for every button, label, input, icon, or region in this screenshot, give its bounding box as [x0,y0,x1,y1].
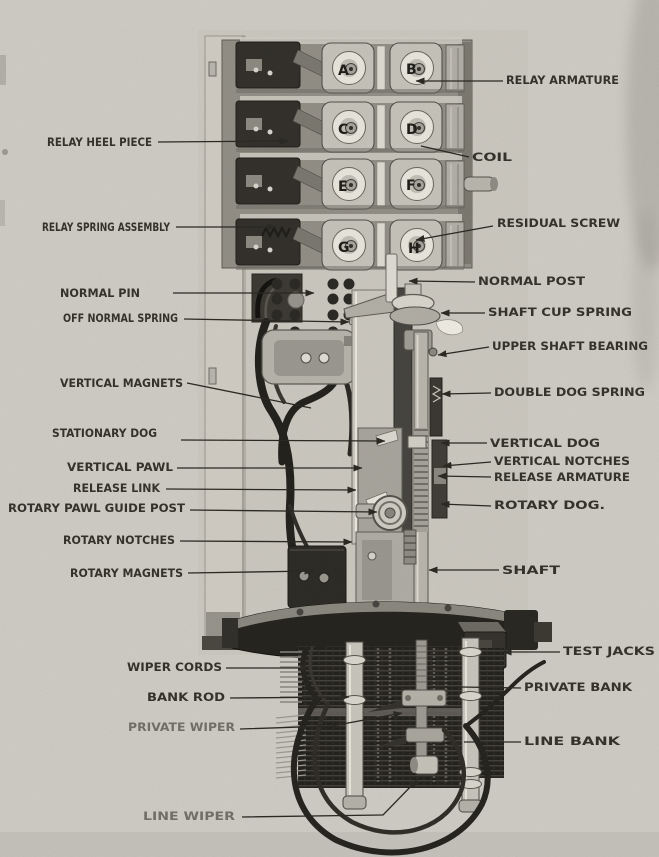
label-shaft: SHAFT [502,563,560,577]
label-bank-rod: BANK ROD [147,690,225,704]
leader-private-bank [460,686,522,689]
label-rotary-magnets: ROTARY MAGNETS [70,566,183,580]
label-line-wiper: LINE WIPER [143,809,235,823]
label-release-armature: RELEASE ARMATURE [494,470,630,484]
label-release-link: RELEASE LINK [73,481,161,495]
label-rotary-dog: ROTARY DOG. [494,498,605,512]
leader-vertical-magnets [186,382,312,409]
leader-residual-screw [415,225,494,242]
label-wiper-cords: WIPER CORDS [127,660,222,674]
leader-off-normal-spring [183,318,350,326]
annotation-labels: RELAY HEEL PIECE RELAY SPRING ASSEMBLY N… [8,73,655,823]
leader-line-wiper [241,779,418,818]
label-vertical-magnets: VERTICAL MAGNETS [60,376,183,390]
leader-private-wiper [239,711,403,730]
leader-rotary-pawl-guide-post [189,508,378,516]
leader-stationary-dog [180,437,386,445]
label-stationary-dog: STATIONARY DOG [52,426,157,440]
label-residual-screw: RESIDUAL SCREW [497,216,620,230]
leader-relay-heel-piece [157,137,289,145]
label-coil: COIL [472,150,513,164]
label-test-jacks: TEST JACKS [563,644,655,658]
leader-vertical-notches [442,461,492,469]
leader-double-dog-spring [441,390,492,398]
label-off-normal-spring: OFF NORMAL SPRING [63,311,178,325]
label-rotary-notches: ROTARY NOTCHES [63,533,175,547]
label-vertical-dog: VERTICAL DOG [490,436,600,450]
label-normal-post: NORMAL POST [478,274,585,288]
label-relay-spring-assembly: RELAY SPRING ASSEMBLY [42,220,171,234]
label-vertical-notches: VERTICAL NOTCHES [494,454,630,468]
leader-upper-shaft-bearing [437,346,490,358]
label-upper-shaft-bearing: UPPER SHAFT BEARING [492,339,648,353]
label-normal-pin: NORMAL PIN [60,286,140,300]
leader-release-armature [437,472,492,480]
leader-rotary-notches [179,538,353,546]
label-double-dog-spring: DOUBLE DOG SPRING [494,385,645,399]
leader-bank-rod [229,693,350,701]
leader-lines [157,77,560,818]
leader-rotary-magnets [187,567,314,575]
label-vertical-pawl: VERTICAL PAWL [67,460,174,474]
leader-release-link [165,486,357,494]
label-rotary-pawl-guide-post: ROTARY PAWL GUIDE POST [8,501,185,515]
label-line-bank: LINE BANK [524,734,622,748]
label-private-wiper: PRIVATE WIPER [128,720,235,734]
leader-coil [420,145,470,158]
label-relay-armature: RELAY ARMATURE [506,73,619,87]
label-relay-heel-piece: RELAY HEEL PIECE [47,135,152,149]
label-private-bank: PRIVATE BANK [524,680,633,694]
leader-normal-post [408,277,476,285]
leader-rotary-dog [440,500,492,508]
label-shaft-cup-spring: SHAFT CUP SPRING [488,305,632,319]
